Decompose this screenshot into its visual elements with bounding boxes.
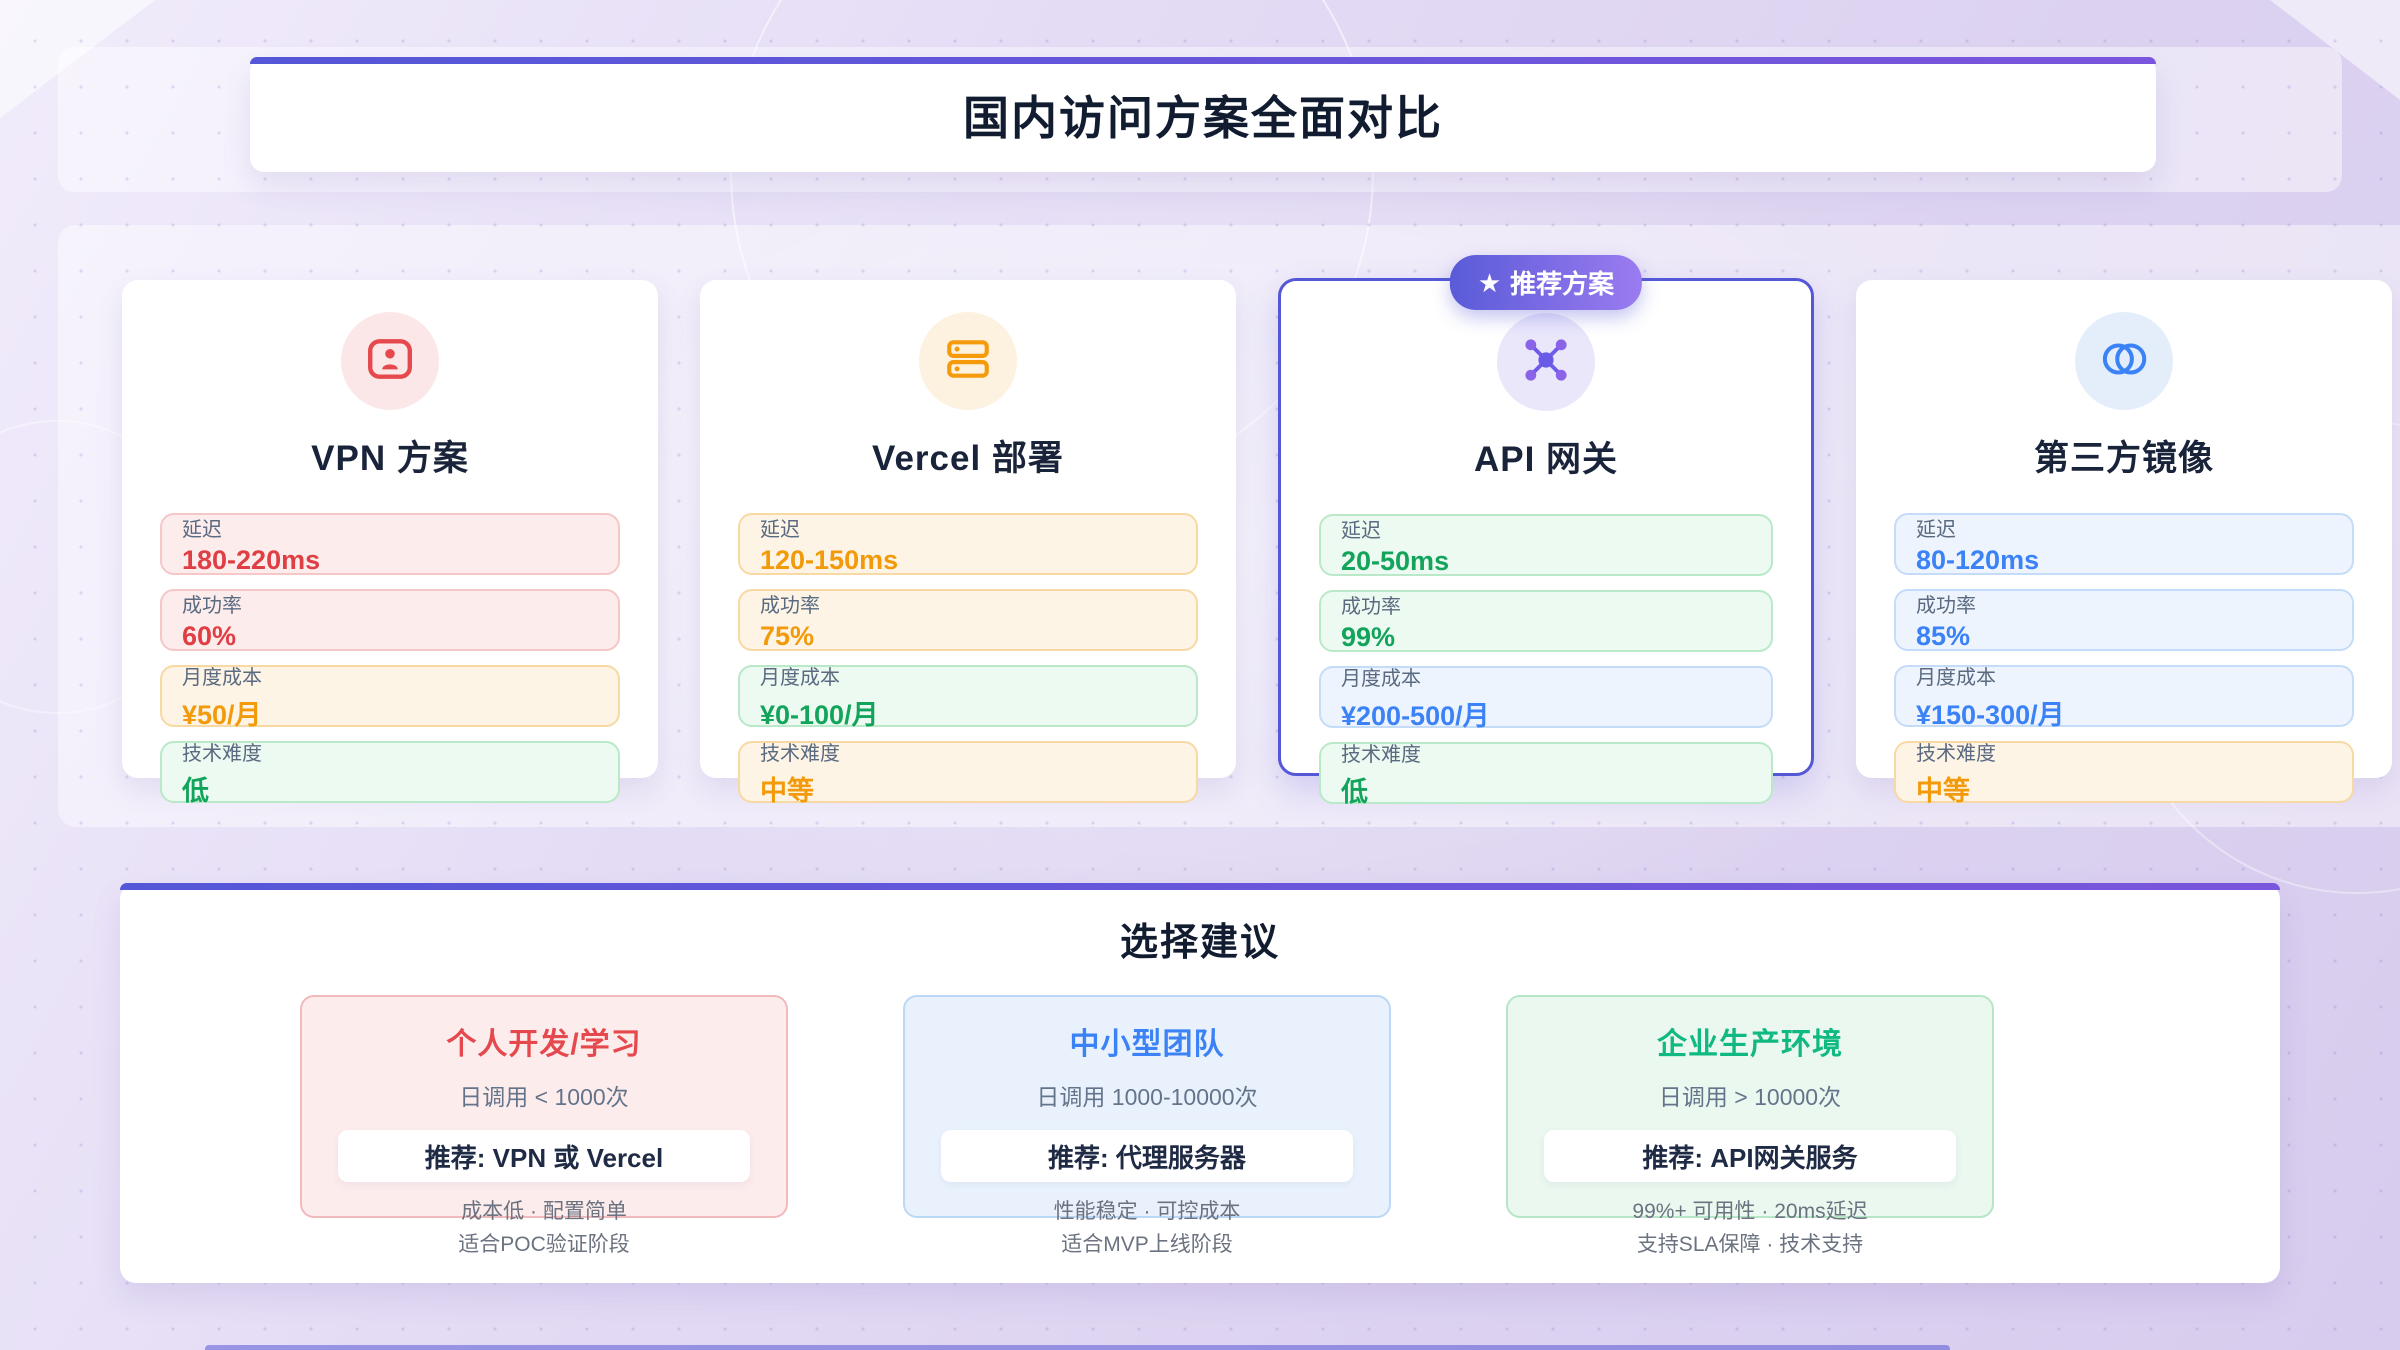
metric-difficulty: 技术难度 中等 xyxy=(738,741,1198,806)
solution-card-vpn: VPN 方案 延迟 180-220ms 成功率 60% 月度成本 ¥50/月 技… xyxy=(122,280,658,806)
advice-section-title: 选择建议 xyxy=(1119,922,1280,964)
metric-latency: 延迟 80-120ms xyxy=(1894,513,2354,575)
server-stack-icon xyxy=(943,334,993,389)
network-hub-icon xyxy=(1520,334,1572,391)
metric-monthly-cost: 月度成本 ¥50/月 xyxy=(160,665,620,730)
advice-usage: 日调用 > 10000次 xyxy=(1658,1084,1842,1110)
metrics-list: 延迟 120-150ms 成功率 75% 月度成本 ¥0-100/月 技术难度 … xyxy=(738,513,1198,806)
metric-success-rate: 成功率 60% xyxy=(160,589,620,651)
overlap-circles-icon xyxy=(2097,332,2151,391)
advice-note: 支持SLA保障 · 技术支持 xyxy=(1636,1233,1864,1256)
metric-latency: 延迟 120-150ms xyxy=(738,513,1198,575)
advice-note: 适合MVP上线阶段 xyxy=(1061,1233,1233,1256)
star-icon: ★ xyxy=(1477,267,1502,298)
metrics-list: 延迟 180-220ms 成功率 60% 月度成本 ¥50/月 技术难度 低 xyxy=(160,513,620,806)
metric-monthly-cost: 月度成本 ¥200-500/月 xyxy=(1319,666,1773,731)
advice-note: 适合POC验证阶段 xyxy=(458,1233,630,1256)
page-title: 国内访问方案全面对比 xyxy=(963,91,1443,144)
metric-latency: 延迟 180-220ms xyxy=(160,513,620,575)
recommended-badge-label: 推荐方案 xyxy=(1510,269,1615,299)
advice-card-personal: 个人开发/学习 日调用 < 1000次 推荐: VPN 或 Vercel 成本低… xyxy=(300,995,788,1256)
advice-card-enterprise: 企业生产环境 日调用 > 10000次 推荐: API网关服务 99%+ 可用性… xyxy=(1506,995,1994,1256)
recommendation-pill: 推荐: VPN 或 Vercel xyxy=(338,1130,750,1182)
advice-note: 成本低 · 配置简单 xyxy=(461,1200,627,1223)
metrics-list: 延迟 80-120ms 成功率 85% 月度成本 ¥150-300/月 技术难度… xyxy=(1894,513,2354,806)
advice-card-title: 中小型团队 xyxy=(1069,1028,1225,1061)
advice-section: 选择建议 个人开发/学习 日调用 < 1000次 推荐: VPN 或 Verce… xyxy=(120,883,2280,1283)
metric-success-rate: 成功率 85% xyxy=(1894,589,2354,651)
solution-card-vercel: Vercel 部署 延迟 120-150ms 成功率 75% 月度成本 ¥0-1… xyxy=(700,280,1236,806)
vercel-icon-circle xyxy=(919,312,1017,410)
vpn-icon-circle xyxy=(341,312,439,410)
advice-note: 性能稳定 · 可控成本 xyxy=(1053,1200,1241,1223)
header-title-card: 国内访问方案全面对比 xyxy=(250,57,2156,172)
metric-difficulty: 技术难度 低 xyxy=(1319,742,1773,807)
advice-usage: 日调用 1000-10000次 xyxy=(1036,1084,1258,1110)
solution-card-api-gateway: ★ 推荐方案 API 网关 延迟 xyxy=(1278,255,1814,807)
solution-card-mirror: 第三方镜像 延迟 80-120ms 成功率 85% 月度成本 ¥150-300/… xyxy=(1856,280,2392,806)
mirror-icon-circle xyxy=(2075,312,2173,410)
metric-success-rate: 成功率 75% xyxy=(738,589,1198,651)
metric-success-rate: 成功率 99% xyxy=(1319,590,1773,652)
metric-monthly-cost: 月度成本 ¥0-100/月 xyxy=(738,665,1198,730)
advice-card-title: 企业生产环境 xyxy=(1657,1028,1843,1061)
solution-title: VPN 方案 xyxy=(311,438,469,478)
api-icon-circle xyxy=(1497,313,1595,411)
recommendation-pill: 推荐: API网关服务 xyxy=(1544,1130,1956,1182)
metric-difficulty: 技术难度 低 xyxy=(160,741,620,806)
solution-title: API 网关 xyxy=(1473,439,1619,479)
metric-latency: 延迟 20-50ms xyxy=(1319,514,1773,576)
advice-cards-row: 个人开发/学习 日调用 < 1000次 推荐: VPN 或 Vercel 成本低… xyxy=(300,995,1994,1256)
metric-difficulty: 技术难度 中等 xyxy=(1894,741,2354,806)
id-card-icon xyxy=(365,334,415,389)
solution-cards-row: VPN 方案 延迟 180-220ms 成功率 60% 月度成本 ¥50/月 技… xyxy=(122,255,2392,807)
metric-monthly-cost: 月度成本 ¥150-300/月 xyxy=(1894,665,2354,730)
advice-card-title: 个人开发/学习 xyxy=(446,1028,642,1061)
advice-card-team: 中小型团队 日调用 1000-10000次 推荐: 代理服务器 性能稳定 · 可… xyxy=(903,995,1391,1256)
recommended-badge: ★ 推荐方案 xyxy=(1449,255,1643,310)
solution-title: 第三方镜像 xyxy=(2033,438,2214,478)
metrics-list: 延迟 20-50ms 成功率 99% 月度成本 ¥200-500/月 技术难度 … xyxy=(1319,514,1773,807)
solution-title: Vercel 部署 xyxy=(872,438,1064,478)
next-section-peek xyxy=(205,1345,1950,1350)
advice-note: 99%+ 可用性 · 20ms延迟 xyxy=(1632,1200,1868,1223)
advice-usage: 日调用 < 1000次 xyxy=(459,1084,629,1110)
recommendation-pill: 推荐: 代理服务器 xyxy=(941,1130,1353,1182)
